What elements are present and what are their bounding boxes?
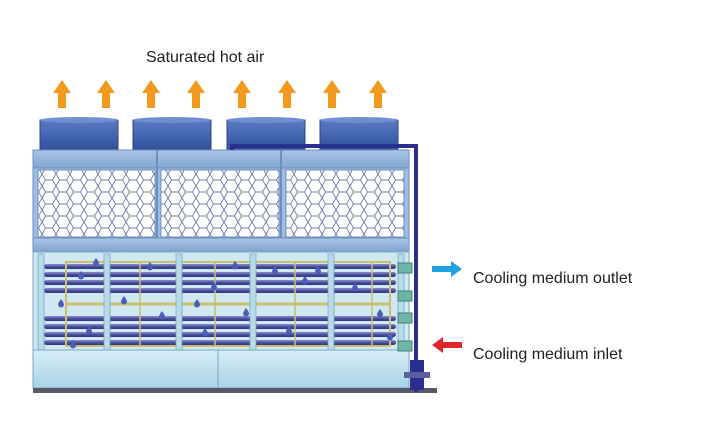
up-arrow-icon bbox=[53, 80, 71, 108]
fan-icon bbox=[39, 117, 119, 151]
base-plate bbox=[33, 388, 437, 393]
outlet-arrow bbox=[432, 261, 462, 277]
up-arrow-icon bbox=[142, 80, 160, 108]
saturated-air-label: Saturated hot air bbox=[146, 49, 265, 66]
water-droplet-icon bbox=[70, 340, 76, 349]
fan-icon bbox=[132, 117, 212, 151]
water-droplet-icon bbox=[78, 271, 84, 280]
water-basin bbox=[32, 349, 410, 389]
water-droplet-icon bbox=[86, 326, 92, 335]
water-droplet-icon bbox=[211, 282, 217, 291]
up-arrow-icon bbox=[278, 80, 296, 108]
water-droplet-icon bbox=[159, 311, 165, 320]
water-droplet-icon bbox=[93, 258, 99, 267]
coil-nozzles bbox=[397, 262, 413, 352]
top-casing bbox=[32, 149, 410, 171]
inlet-arrow bbox=[432, 337, 462, 353]
water-droplet-icon bbox=[147, 262, 153, 271]
saturated-air-arrows bbox=[53, 80, 387, 108]
water-droplet-icon bbox=[272, 266, 278, 275]
water-droplet-icon bbox=[194, 299, 200, 308]
up-arrow-icon bbox=[187, 80, 205, 108]
up-arrow-icon bbox=[233, 80, 251, 108]
inlet-label: Cooling medium inlet bbox=[473, 346, 623, 363]
water-droplet-icon bbox=[286, 326, 292, 335]
fill-panels bbox=[37, 150, 405, 252]
water-droplet-icon bbox=[302, 276, 308, 285]
up-arrow-icon bbox=[369, 80, 387, 108]
up-arrow-icon bbox=[323, 80, 341, 108]
water-droplet-icon bbox=[387, 332, 393, 341]
water-droplet-icon bbox=[202, 328, 208, 337]
water-droplet-icon bbox=[315, 266, 321, 275]
water-droplet-icon bbox=[58, 299, 64, 308]
water-droplet-icon bbox=[232, 261, 238, 270]
water-droplet-icon bbox=[377, 309, 383, 318]
circulation-pipe bbox=[230, 144, 430, 392]
water-droplet-icon bbox=[243, 308, 249, 317]
water-droplet-icon bbox=[121, 296, 127, 305]
divider-band bbox=[32, 237, 410, 253]
up-arrow-icon bbox=[97, 80, 115, 108]
outlet-label: Cooling medium outlet bbox=[473, 270, 633, 287]
water-droplet-icon bbox=[352, 283, 358, 292]
water-droplets bbox=[58, 258, 393, 349]
